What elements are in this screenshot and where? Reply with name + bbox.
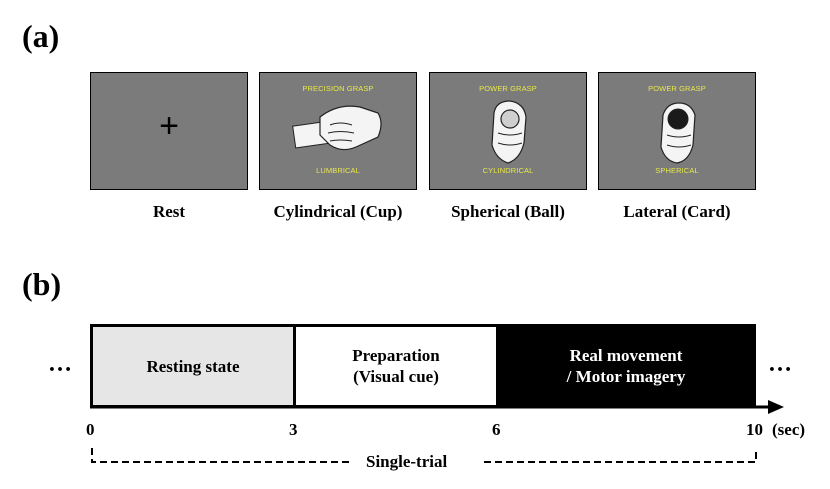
arrow-head-icon bbox=[768, 400, 784, 414]
caption-rest: Rest bbox=[152, 202, 186, 221]
panel-b-label: (b) bbox=[22, 266, 62, 302]
trial-timeline: Resting state Preparation (Visual cue) R… bbox=[90, 324, 756, 408]
cylindrical-screen: PRECISION GRASP LUMBRICAL bbox=[259, 72, 417, 190]
segment-movement: Real movement / Motor imagery bbox=[499, 327, 753, 405]
screen-top-text: POWER GRASP bbox=[648, 84, 706, 93]
segment-resting-state: Resting state bbox=[93, 327, 296, 405]
hand-gripping-ball-icon bbox=[660, 102, 696, 164]
screen-bottom-text: LUMBRICAL bbox=[316, 166, 360, 175]
tick-10: 10 bbox=[746, 420, 763, 439]
segment-label: Preparation bbox=[352, 346, 440, 365]
segment-preparation: Preparation (Visual cue) bbox=[296, 327, 499, 405]
segment-sublabel: / Motor imagery bbox=[566, 367, 686, 386]
screen-top-text: POWER GRASP bbox=[479, 84, 537, 93]
screen-bottom-text: SPHERICAL bbox=[655, 166, 699, 175]
caption-spherical: Spherical (Ball) bbox=[451, 202, 565, 221]
segment-sublabel: (Visual cue) bbox=[353, 367, 439, 386]
ellipsis-right: … bbox=[768, 351, 793, 377]
lateral-screen: POWER GRASP SPHERICAL bbox=[598, 72, 756, 190]
tick-6: 6 bbox=[492, 420, 501, 439]
screen-bottom-text: CYLINDRICAL bbox=[482, 166, 534, 175]
hand-holding-card-icon bbox=[292, 105, 382, 151]
panel-a-label: (a) bbox=[22, 18, 60, 54]
tick-3: 3 bbox=[289, 420, 298, 439]
hand-pinching-ball-icon bbox=[491, 100, 527, 164]
rest-screen: + bbox=[90, 72, 248, 190]
spherical-screen: POWER GRASP CYLINDRICAL bbox=[429, 72, 587, 190]
segment-label: Real movement bbox=[569, 346, 683, 365]
trial-bracket-left bbox=[91, 448, 349, 463]
time-unit: (sec) bbox=[772, 420, 806, 439]
caption-lateral: Lateral (Card) bbox=[623, 202, 731, 221]
segment-label: Resting state bbox=[146, 356, 240, 376]
ellipsis-left: … bbox=[48, 351, 73, 377]
fixation-cross-icon: + bbox=[159, 107, 179, 145]
caption-cylindrical: Cylindrical (Cup) bbox=[273, 202, 403, 221]
tick-0: 0 bbox=[86, 420, 95, 439]
trial-bracket-right bbox=[484, 448, 757, 463]
single-trial-label: Single-trial bbox=[366, 452, 448, 471]
screen-top-text: PRECISION GRASP bbox=[302, 84, 374, 93]
